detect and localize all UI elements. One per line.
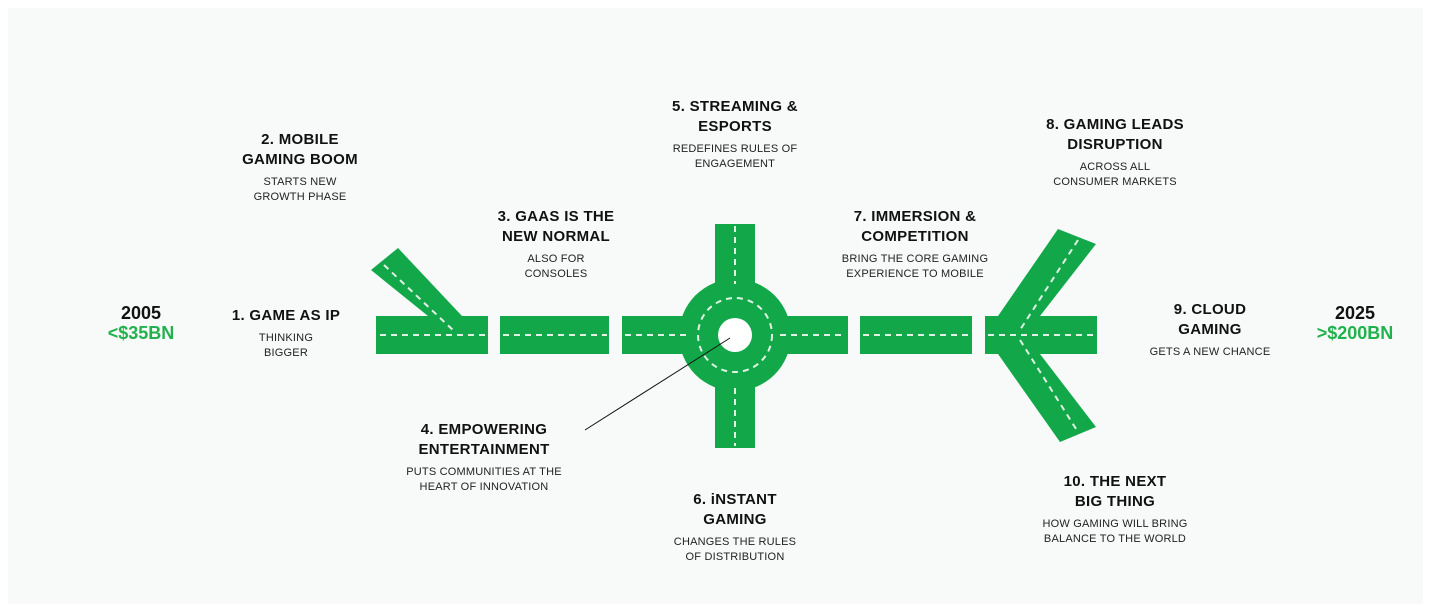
milestone-title: ENTERTAINMENT [418, 441, 550, 458]
milestone-title: ESPORTS [698, 118, 772, 135]
road-branch-mobile [371, 248, 462, 316]
milestone-2: 2. MOBILE GAMING BOOM STARTS NEW GROWTH PH… [230, 130, 370, 205]
milestone-3: 3. GAAS IS THE NEW NORMAL ALSO FOR CONSOLE… [476, 207, 636, 282]
milestone-title: 2. MOBILE [261, 131, 339, 148]
milestone-title: NEW NORMAL [502, 228, 610, 245]
end-year: 2025 [1334, 303, 1376, 323]
milestone-6: 6. iNSTANT GAMING CHANGES THE RULES OF DIS… [645, 490, 825, 565]
milestone-10: 10. THE NEXT BIG THING HOW GAMING WILL BR… [1020, 472, 1210, 547]
milestone-subtitle: GROWTH PHASE [253, 191, 347, 203]
start-market-size: <$35BN [107, 323, 175, 343]
milestone-title: GAMING [703, 511, 767, 528]
milestone-8: 8. GAMING LEADS DISRUPTION ACROSS ALL CONS… [1025, 115, 1205, 190]
milestone-subtitle: HEART OF INNOVATION [419, 481, 549, 493]
milestone-title: 10. THE NEXT [1063, 473, 1167, 490]
milestone-subtitle: THINKING [258, 332, 314, 344]
milestone-subtitle: STARTS NEW [263, 176, 337, 188]
lane-markings [380, 226, 1095, 446]
milestone-5: 5. STREAMING & ESPORTS REDEFINES RULES OF… [645, 97, 825, 172]
start-year: 2005 [120, 303, 162, 323]
milestone-subtitle: REDEFINES RULES OF [672, 143, 798, 155]
milestone-title: BIG THING [1074, 493, 1156, 510]
milestone-title: GAMING BOOM [242, 151, 358, 168]
milestone-title: GAMING [1178, 321, 1242, 338]
milestone-subtitle: CONSOLES [524, 268, 588, 280]
roundabout-arm-south [715, 386, 755, 448]
milestone-subtitle: HOW GAMING WILL BRING [1042, 518, 1188, 530]
road-segment-3 [622, 316, 690, 354]
milestone-7: 7. IMMERSION & COMPETITION BRING THE CORE… [815, 207, 1015, 282]
end-market-size: >$200BN [1316, 323, 1394, 343]
milestone-title: 4. EMPOWERING [420, 421, 548, 438]
milestone-9: 9. CLOUD GAMING GETS A NEW CHANCE [1125, 300, 1295, 360]
milestone-1: 1. GAME AS IP THINKING BIGGER [216, 306, 356, 361]
start-marker: 2005 <$35BN [96, 303, 186, 343]
milestone-subtitle: OF DISTRIBUTION [685, 551, 785, 563]
milestone-title: 9. CLOUD [1173, 301, 1247, 318]
milestone-subtitle: CHANGES THE RULES [673, 536, 797, 548]
milestone-subtitle: BIGGER [264, 347, 308, 359]
milestone-title: DISRUPTION [1067, 136, 1163, 153]
milestone-subtitle: BRING THE CORE GAMING [841, 253, 989, 265]
end-marker: 2025 >$200BN [1300, 303, 1410, 343]
milestone-subtitle: BALANCE TO THE WORLD [1043, 533, 1187, 545]
milestone-subtitle: ACROSS ALL [1079, 161, 1151, 173]
roundabout-center [718, 318, 752, 352]
milestone-title: 5. STREAMING & [672, 98, 798, 115]
milestone-subtitle: GETS A NEW CHANCE [1149, 346, 1271, 358]
pointer-line [584, 337, 731, 431]
milestone-subtitle: CONSUMER MARKETS [1053, 176, 1177, 188]
milestone-subtitle: ENGAGEMENT [694, 158, 776, 170]
milestone-4: 4. EMPOWERING ENTERTAINMENT PUTS COMMUNIT… [379, 420, 589, 495]
milestone-title: 3. GAAS IS THE [497, 208, 615, 225]
milestone-title: COMPETITION [861, 228, 969, 245]
milestone-title: 8. GAMING LEADS [1046, 116, 1184, 133]
milestone-title: 1. GAME AS IP [231, 307, 341, 324]
milestone-subtitle: PUTS COMMUNITIES AT THE [406, 466, 562, 478]
milestone-title: 7. IMMERSION & [853, 208, 977, 225]
milestone-subtitle: EXPERIENCE TO MOBILE [846, 268, 984, 280]
milestone-title: 6. iNSTANT [693, 491, 777, 508]
road-branch-next-big-thing [998, 354, 1096, 442]
milestone-subtitle: ALSO FOR [527, 253, 585, 265]
